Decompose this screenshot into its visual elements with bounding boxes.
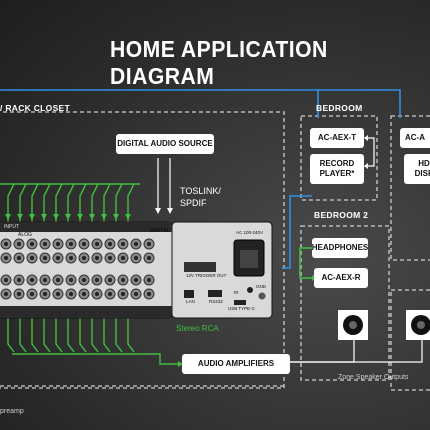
green-output-cable: [43, 318, 51, 353]
amp-to-speakers: [290, 340, 355, 363]
green-input-cable: [19, 183, 27, 222]
green-output-cable: [19, 318, 27, 353]
rack-lan-label: LAN: [186, 299, 195, 304]
zone-speaker-outputs-label: Zone Speaker Outputs: [338, 374, 409, 381]
rack-ir-label: IR: [234, 290, 239, 295]
rack-rs232-label: RS232: [209, 299, 223, 304]
rs232-port: [208, 290, 222, 297]
lan-port: [184, 290, 194, 298]
page-title: HOME APPLICATION DIAGRAM: [110, 36, 328, 89]
spdif-label: SPDIF: [180, 198, 207, 208]
green-input-cable: [67, 183, 75, 222]
blue-link-r: [282, 195, 312, 269]
ac-aex-r-box: AC-AEX-R: [314, 268, 368, 288]
rack-power-label: AC 100-240V: [236, 230, 264, 235]
preamp-label: preamp: [0, 408, 24, 415]
green-input-cable: [31, 183, 39, 222]
zone-label-bedroom2: BEDROOM 2: [314, 210, 369, 220]
bedroom-zone: [300, 115, 378, 201]
blue-link-top2: [318, 89, 401, 118]
rack-digital-label: DIGITAL: [150, 228, 170, 234]
speaker-zone-right: [390, 289, 430, 391]
record-player-box: RECORD PLAYER*: [310, 154, 364, 184]
green-output-cable: [31, 318, 39, 353]
rack-analog-label: ALOG: [18, 232, 32, 238]
ac-aex-t-box: AC-AEX-T: [310, 128, 364, 148]
headphones-link: [299, 247, 312, 279]
green-input-cable: [79, 183, 87, 222]
green-input-cable: [127, 183, 135, 222]
bedroom2-zone: [300, 225, 390, 381]
trigger-block: [184, 262, 216, 272]
rca-jack-grid: [0, 238, 155, 300]
usb-port: [234, 300, 246, 305]
green-input-cable: [91, 183, 99, 222]
green-output-cable: [55, 318, 63, 353]
rack-closet-zone: [0, 111, 285, 389]
aex-record-link: [368, 137, 375, 167]
stereo-rca-label: Stereo RCA: [176, 324, 219, 333]
toslink-label: TOSLINK/: [180, 186, 221, 196]
headphones-box: HEADPHONES: [312, 238, 368, 258]
green-input-cable: [43, 183, 51, 222]
green-output-cable: [115, 318, 123, 353]
hd-display-box: HD DISP: [404, 154, 430, 184]
green-input-cable: [7, 183, 15, 222]
green-output-cable: [79, 318, 87, 353]
green-input-cable: [55, 183, 63, 222]
green-output-cable: [91, 318, 99, 353]
zone-label-bedroom: BEDROOM: [316, 103, 363, 113]
rack-usb-label: USB TYPE-C: [228, 306, 255, 311]
bedroom-right-zone: [390, 115, 430, 261]
green-output-cable: [7, 318, 15, 353]
zone-label-rack-closet: / RACK CLOSET: [0, 103, 71, 113]
rack-input-label: INPUT: [4, 224, 19, 230]
green-input-cable: [115, 183, 123, 222]
green-input-cables: [0, 183, 140, 222]
green-input-cable: [103, 183, 111, 222]
green-output-cable: [127, 318, 135, 353]
green-output-cable: [103, 318, 111, 353]
rack-trigger-label: 12V TRIGGER OUT: [186, 273, 227, 278]
ac-a-box: AC-A: [400, 128, 430, 148]
digital-audio-source-box: DIGITAL AUDIO SOURCE: [116, 134, 214, 154]
green-output-cable: [67, 318, 75, 353]
rack-gnd-label: GND: [256, 284, 266, 289]
green-output-cables: [7, 318, 183, 367]
audio-amplifiers-box: AUDIO AMPLIFIERS: [182, 354, 290, 374]
